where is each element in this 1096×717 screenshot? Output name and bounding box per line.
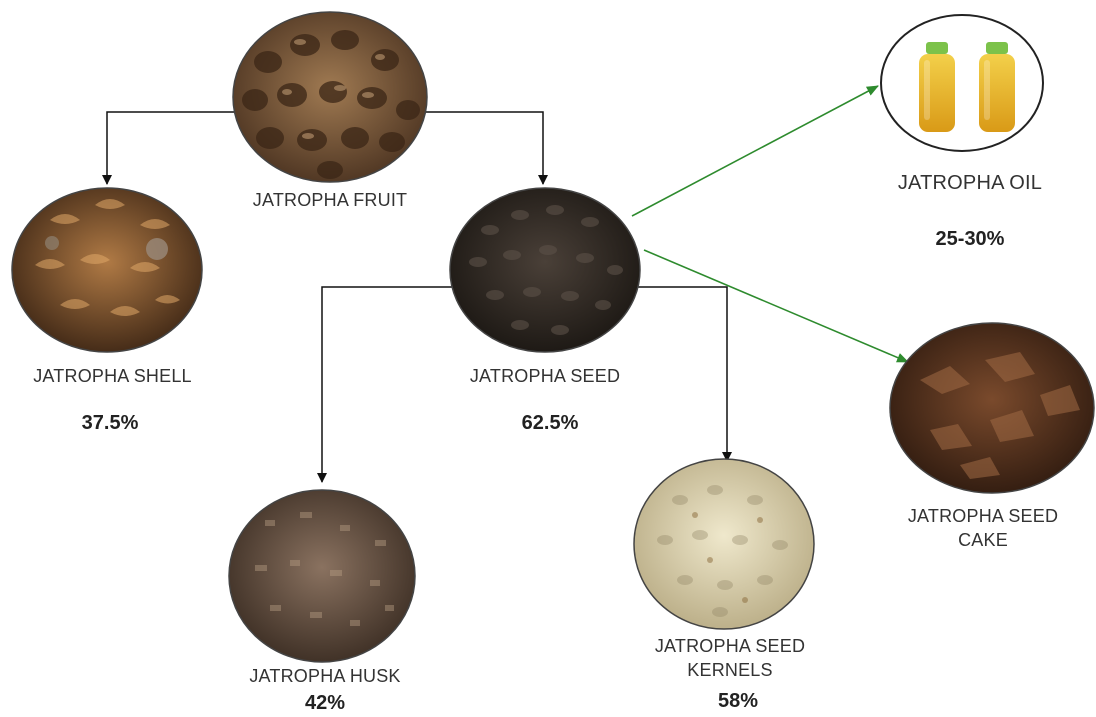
seed-label: JATROPHA SEED xyxy=(420,366,670,387)
green-arrows xyxy=(632,86,908,362)
cake-label-line1: JATROPHA SEED xyxy=(870,506,1096,527)
fruit-label: JATROPHA FRUIT xyxy=(205,190,455,211)
fruit-image xyxy=(233,12,427,182)
husk-image xyxy=(229,490,415,662)
oil-image xyxy=(881,15,1043,151)
oil-bottle-right xyxy=(979,42,1015,132)
husk-percent: 42% xyxy=(255,692,395,715)
kernels-label-line1: JATROPHA SEED xyxy=(605,636,855,657)
arrow-fruit-to-shell xyxy=(107,112,237,184)
oil-label: JATROPHA OIL xyxy=(845,172,1095,195)
husk-label: JATROPHA HUSK xyxy=(200,666,450,687)
shell-label: JATROPHA SHELL xyxy=(0,366,225,387)
seed-percent: 62.5% xyxy=(480,412,620,435)
oil-bottle-left xyxy=(919,42,955,132)
cake-label-line2: CAKE xyxy=(870,530,1096,551)
oil-percent: 25-30% xyxy=(890,228,1050,251)
cake-image xyxy=(890,323,1094,493)
shell-percent: 37.5% xyxy=(40,412,180,435)
seed-image xyxy=(450,188,640,352)
kernels-image xyxy=(634,459,814,629)
kernels-label-line2: KERNELS xyxy=(605,660,855,681)
arrow-seed-to-oil xyxy=(632,86,878,216)
arrow-seed-to-cake xyxy=(644,250,908,362)
arrow-fruit-to-seed xyxy=(423,112,543,184)
shell-image xyxy=(12,188,202,352)
kernels-percent: 58% xyxy=(668,690,808,713)
